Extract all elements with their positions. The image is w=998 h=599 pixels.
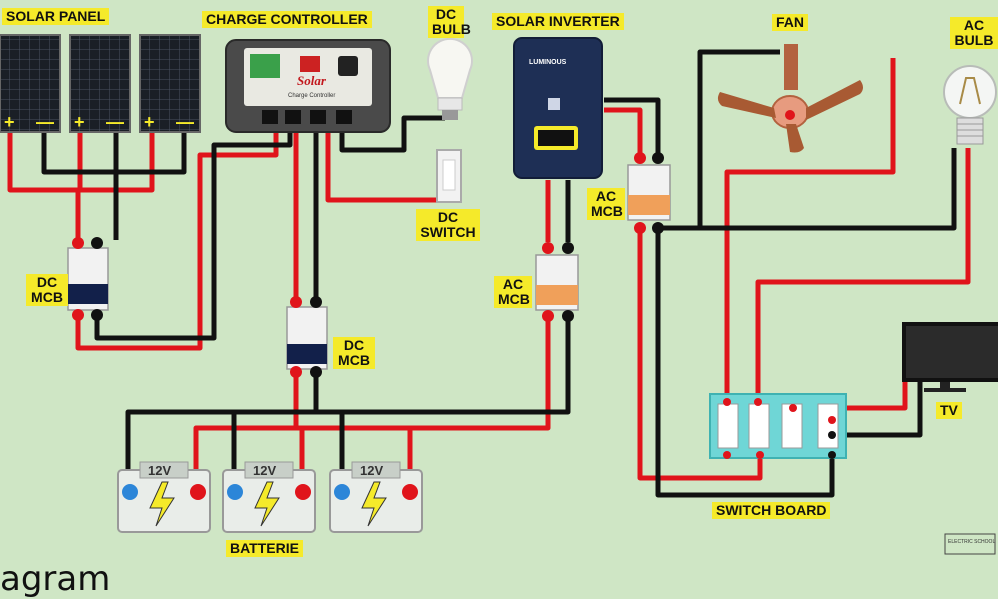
ac-mcb-bottom — [535, 242, 579, 322]
svg-text:—: — — [176, 112, 194, 132]
charge-controller: Solar Charge Controller — [225, 39, 391, 133]
svg-text:ELECTRIC SCHOOL: ELECTRIC SCHOOL — [948, 539, 995, 545]
label-ac-bulb: AC BULB — [950, 17, 998, 49]
svg-text:—: — — [36, 112, 54, 132]
label-batteries: BATTERIE — [226, 540, 303, 557]
label-charge-controller: CHARGE CONTROLLER — [202, 11, 372, 28]
label-ac-mcb-top: AC MCB — [587, 188, 625, 220]
dc-switch — [436, 149, 462, 203]
label-dc-mcb-left: DC MCB — [26, 274, 68, 306]
label-dc-mcb-center: DC MCB — [333, 337, 375, 369]
dc-bulb — [427, 37, 473, 120]
label-tv: TV — [936, 402, 962, 419]
label-ac-mcb-bottom: AC MCB — [494, 276, 532, 308]
ac-bulb — [943, 65, 997, 145]
svg-text:+: + — [144, 112, 155, 132]
ceiling-fan — [717, 44, 863, 153]
solar-inverter: LUMINOUS — [513, 37, 603, 179]
solar-panel-1: + — — [0, 34, 61, 133]
label-fan: FAN — [772, 14, 808, 31]
controller-subtitle: Charge Controller — [288, 93, 335, 99]
inverter-brand: LUMINOUS — [529, 59, 567, 66]
svg-text:+: + — [4, 112, 15, 132]
tv — [902, 322, 998, 392]
svg-text:+: + — [74, 112, 85, 132]
ac-mcb-top — [627, 152, 671, 234]
svg-text:12V: 12V — [360, 463, 383, 478]
solar-panel-3: + — — [139, 34, 201, 133]
watermark-logo: ELECTRIC SCHOOL — [944, 533, 996, 555]
negative-wires — [41, 49, 957, 498]
positive-wires — [7, 58, 971, 481]
battery-3: 12V — [329, 461, 423, 533]
label-solar-inverter: SOLAR INVERTER — [492, 13, 624, 30]
label-switch-board: SWITCH BOARD — [712, 502, 831, 519]
dc-mcb-center — [286, 296, 328, 378]
battery-1: 12V — [117, 461, 211, 533]
svg-text:12V: 12V — [148, 463, 171, 478]
caption-fragment: agram — [0, 559, 111, 599]
wiring-diagram: + — + — + — Solar Charge Controller — [0, 34, 998, 555]
label-dc-bulb: DC BULB — [428, 6, 471, 38]
svg-text:12V: 12V — [253, 463, 276, 478]
switch-board — [709, 393, 847, 459]
controller-brand: Solar — [297, 73, 327, 88]
battery-2: 12V — [222, 461, 316, 533]
svg-text:—: — — [106, 112, 124, 132]
solar-panel-2: + — — [69, 34, 131, 133]
dc-mcb-left — [67, 237, 109, 321]
label-dc-switch: DC SWITCH — [416, 209, 480, 241]
label-solar-panel: SOLAR PANEL — [2, 8, 110, 25]
